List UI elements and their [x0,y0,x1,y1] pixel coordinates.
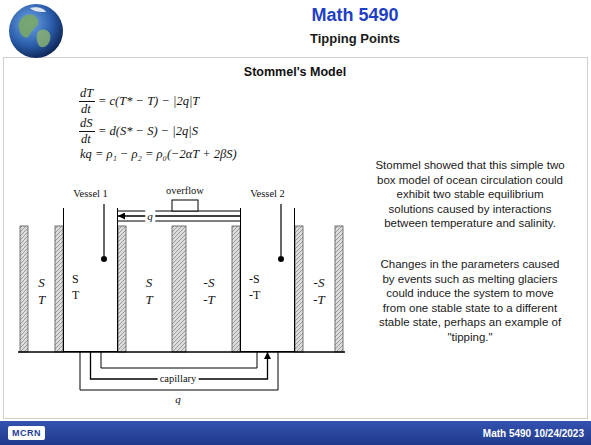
probe-bulb [278,256,284,262]
fraction-bar [79,101,95,102]
equation: kq = ρ₁ − ρ₂ = ρ₀(−2αT + 2βS) [80,147,237,161]
variable-symbol: T [38,291,45,308]
note-text: Stommel showed that this simple two box … [375,158,565,231]
pipe-wall [80,352,81,390]
footer-text: Math 5490 10/24/2023 [483,428,584,439]
part-label: overflow [166,185,204,197]
vessel-label: Vessel 2 [250,188,285,200]
variable-symbol: T [145,291,152,308]
note-text: Changes in the parameters caused by even… [375,257,565,345]
variable-symbol: S [146,274,153,291]
ice-cap [30,7,46,12]
capillary-pipe [80,352,278,390]
section-heading: Stommel's Model [244,65,346,79]
vessel-wall: ST [63,208,118,352]
flow-label: q [145,210,155,222]
slide-subtitle: Tipping Points [310,31,400,46]
pipe-wall [101,368,257,369]
porous-wall [55,226,63,352]
variable-symbol: -S [249,271,260,287]
porous-wall [20,226,28,352]
overflow-box [172,200,198,211]
fraction-numerator: dS [80,116,93,130]
pipe-wall [101,352,102,368]
equation: = c(T* − T) − |2q|T [98,94,199,108]
variable-symbol: -T [203,291,215,308]
variable-symbol: S [38,274,45,291]
fraction-denominator: dt [81,132,91,146]
vessel-label: Vessel 1 [73,188,108,200]
variable-symbol: S [72,271,79,287]
porous-wall [295,226,303,352]
content-frame [4,58,588,419]
probe [103,204,104,256]
porous-wall [232,226,240,352]
overflow-pipe [118,221,240,222]
fraction-numerator: dT [80,86,93,100]
porous-wall [335,226,343,352]
globe [9,4,63,58]
globe-icon [9,4,63,58]
continent [19,14,39,37]
part-label: capillary [158,373,199,385]
porous-wall [172,226,186,352]
reservoir-compartment: ST [126,226,172,352]
variable-symbol: -T [249,287,260,303]
vessel: Vessel 2 -S-T [240,188,295,352]
vessel: Vessel 1 ST [63,188,118,352]
variable-symbol: -S [204,274,215,291]
pipe-wall [257,352,258,368]
probe [280,204,281,256]
variable-symbol: T [72,287,79,303]
variable-symbol: -S [314,274,325,291]
pipe-wall [278,352,279,390]
flow-connector [118,215,240,216]
fraction-bar [79,131,95,132]
reservoir-compartment: ST [28,226,55,352]
vessel-wall: -S-T [240,208,295,352]
flow-label: q [173,393,183,405]
reservoir-compartment: -S-T [186,226,232,352]
reservoir-compartment: -S-T [303,226,335,352]
pipe-wall [80,390,278,391]
fraction-denominator: dt [81,102,91,116]
continent [37,29,51,47]
equation: = d(S* − S) − |2q|S [98,124,198,138]
slide-title: Math 5490 [311,5,398,26]
probe-bulb [101,256,107,262]
footer-bar [0,421,591,445]
logo: MCRN [8,426,45,440]
variable-symbol: -T [313,291,325,308]
porous-wall [118,226,126,352]
